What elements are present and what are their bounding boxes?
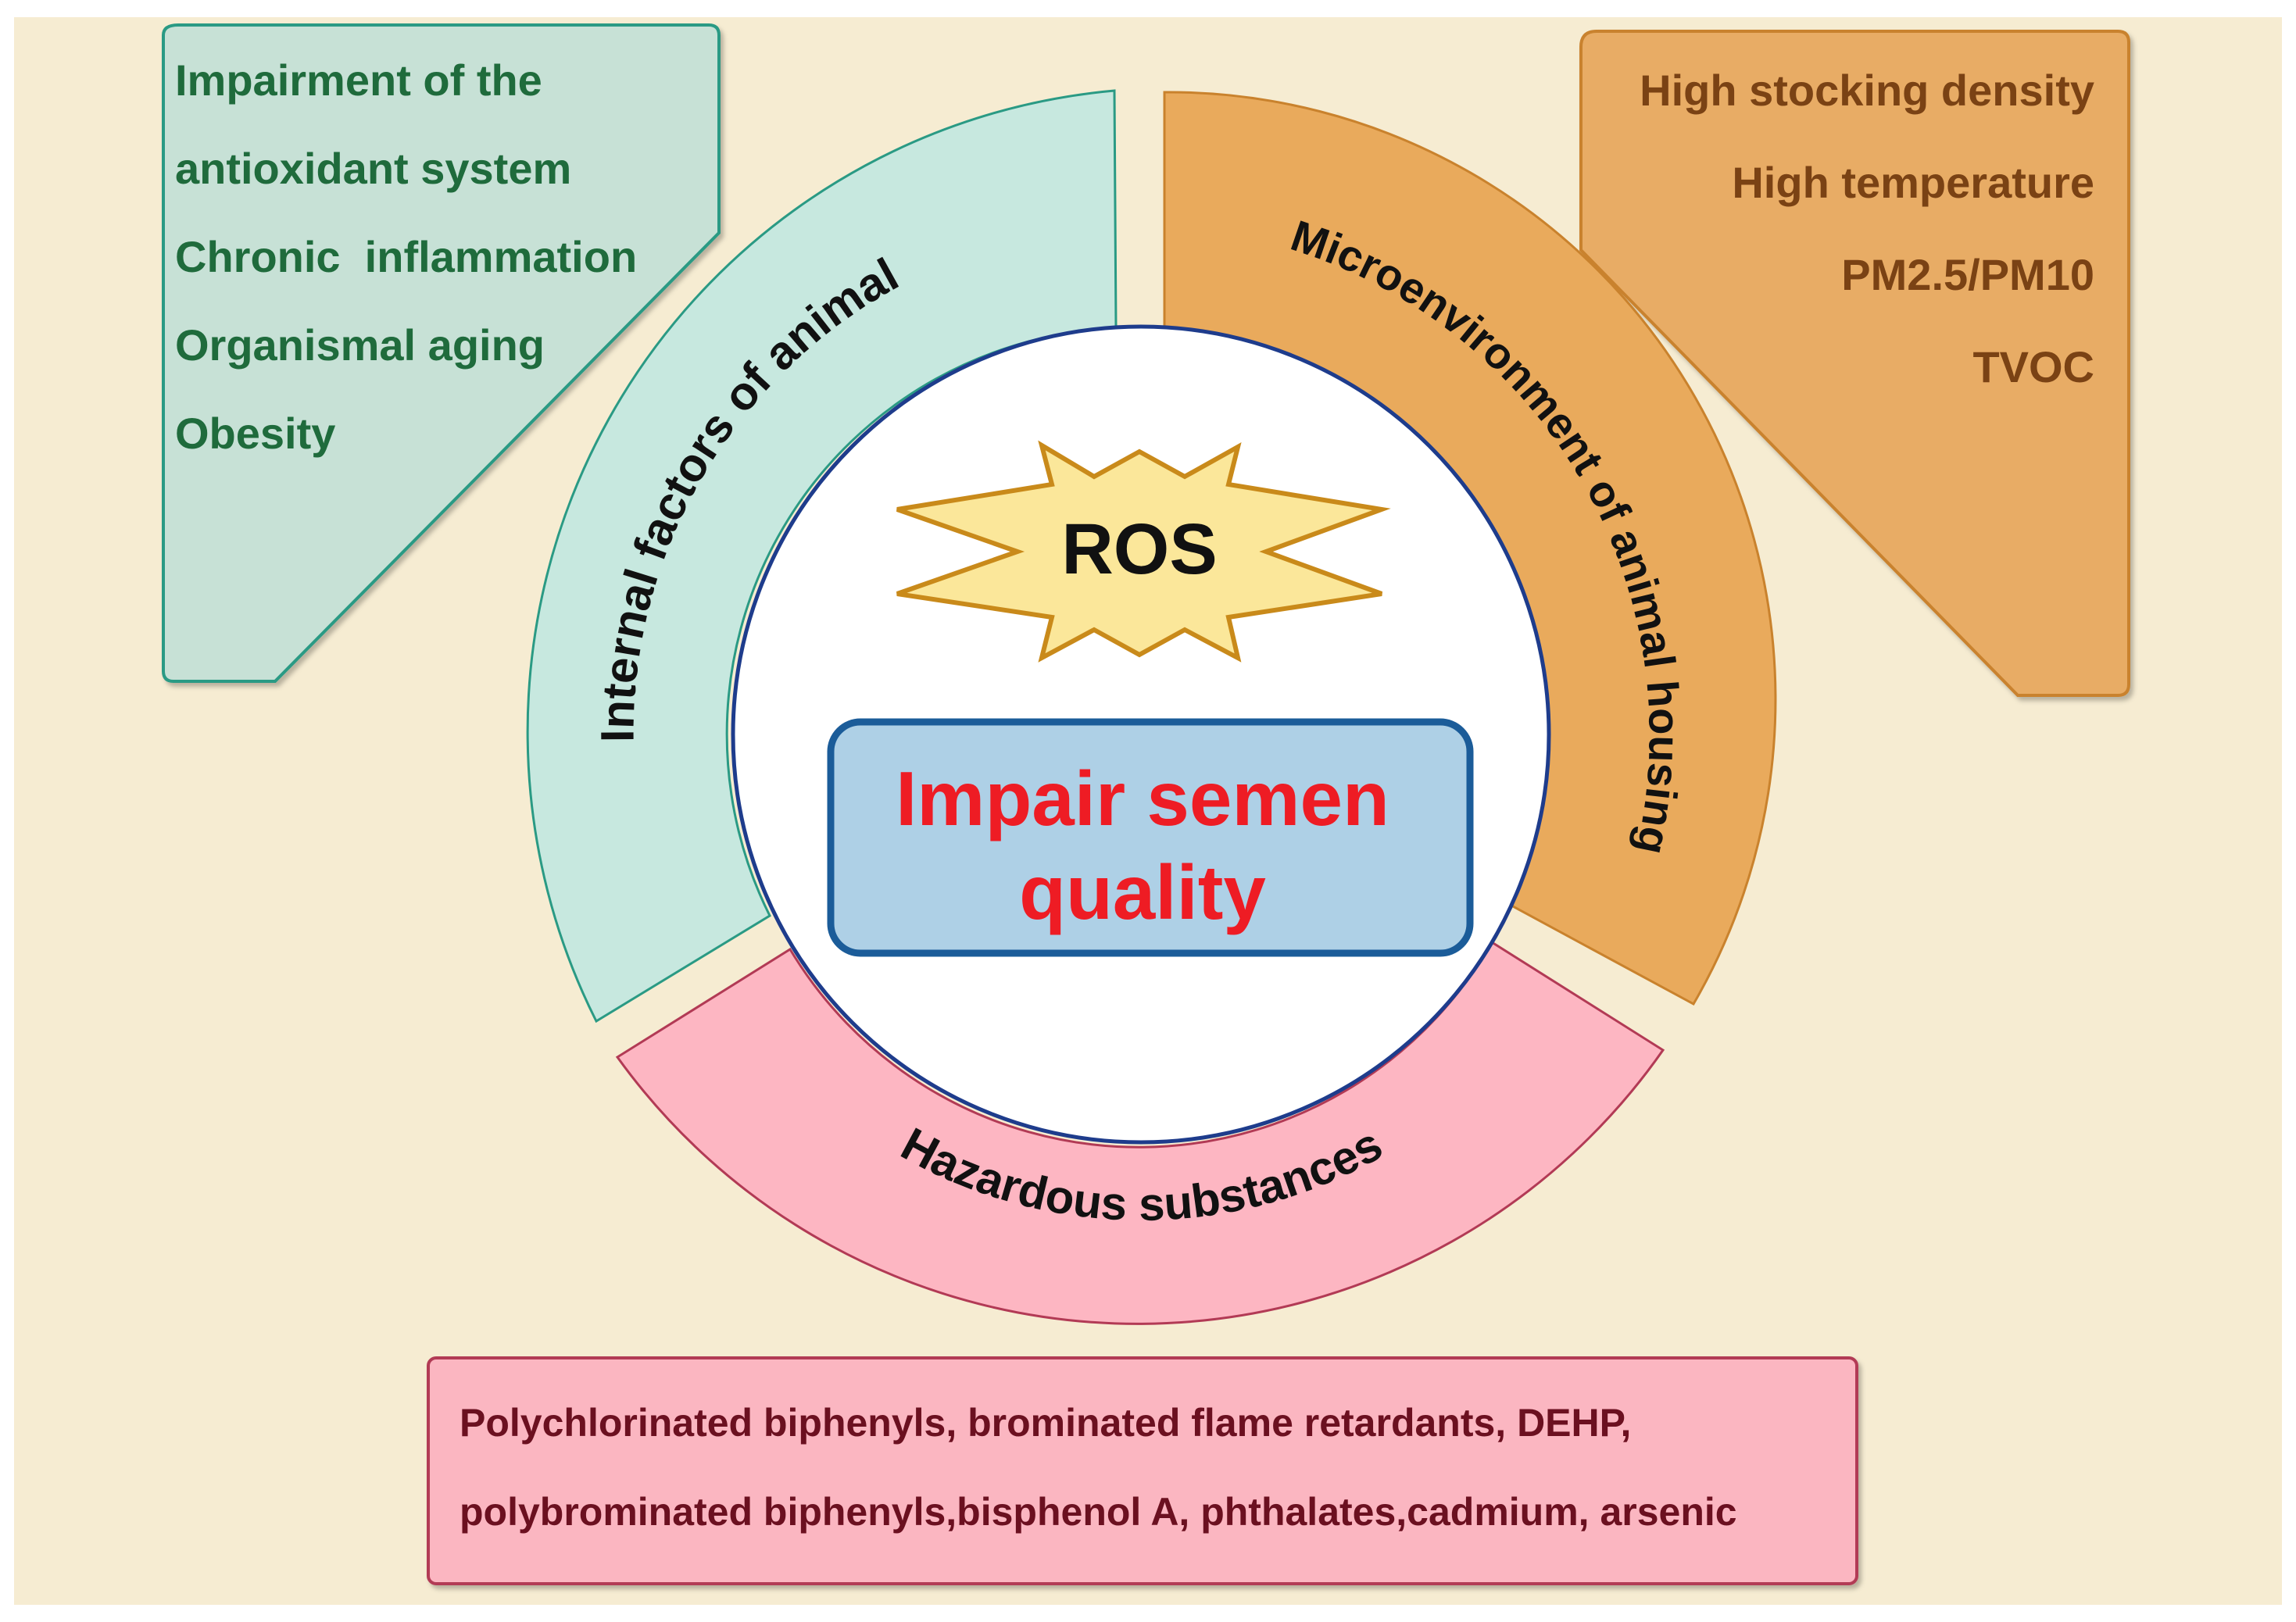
hazard-line: Polychlorinated biphenyls, brominated fl…: [460, 1401, 1631, 1445]
micro-item: TVOC: [1972, 342, 2094, 391]
internal-item: Chronic inflammation: [175, 232, 637, 281]
internal-factors-box: [162, 23, 721, 683]
outcome-line1: Impair semen: [896, 756, 1389, 841]
internal-factors-list: Impairment of the antioxidant system Chr…: [175, 55, 637, 458]
ros-label: ROS: [1061, 509, 1217, 589]
ring-segment-hazard: [615, 940, 1665, 1325]
hazard-line: polybrominated biphenyls,bisphenol A, ph…: [460, 1490, 1737, 1534]
micro-item: High temperature: [1732, 158, 2094, 207]
outcome-box: [827, 718, 1474, 957]
microenvironment-box: [1579, 30, 2130, 697]
hazardous-box: [427, 1356, 1858, 1585]
micro-item: PM2.5/PM10: [1841, 250, 2094, 299]
internal-item: antioxidant system: [175, 144, 571, 193]
ring-segment-internal: [526, 89, 1118, 1024]
microenvironment-list: High stocking density High temperature P…: [1640, 66, 2094, 391]
outcome-line2: quality: [1019, 849, 1266, 935]
internal-item: Obesity: [175, 409, 335, 458]
hazardous-list: Polychlorinated biphenyls, brominated fl…: [460, 1401, 1737, 1534]
ros-star: [896, 440, 1391, 663]
internal-item: Impairment of the: [175, 55, 542, 105]
micro-item: High stocking density: [1640, 66, 2094, 115]
internal-item: Organismal aging: [175, 320, 545, 370]
